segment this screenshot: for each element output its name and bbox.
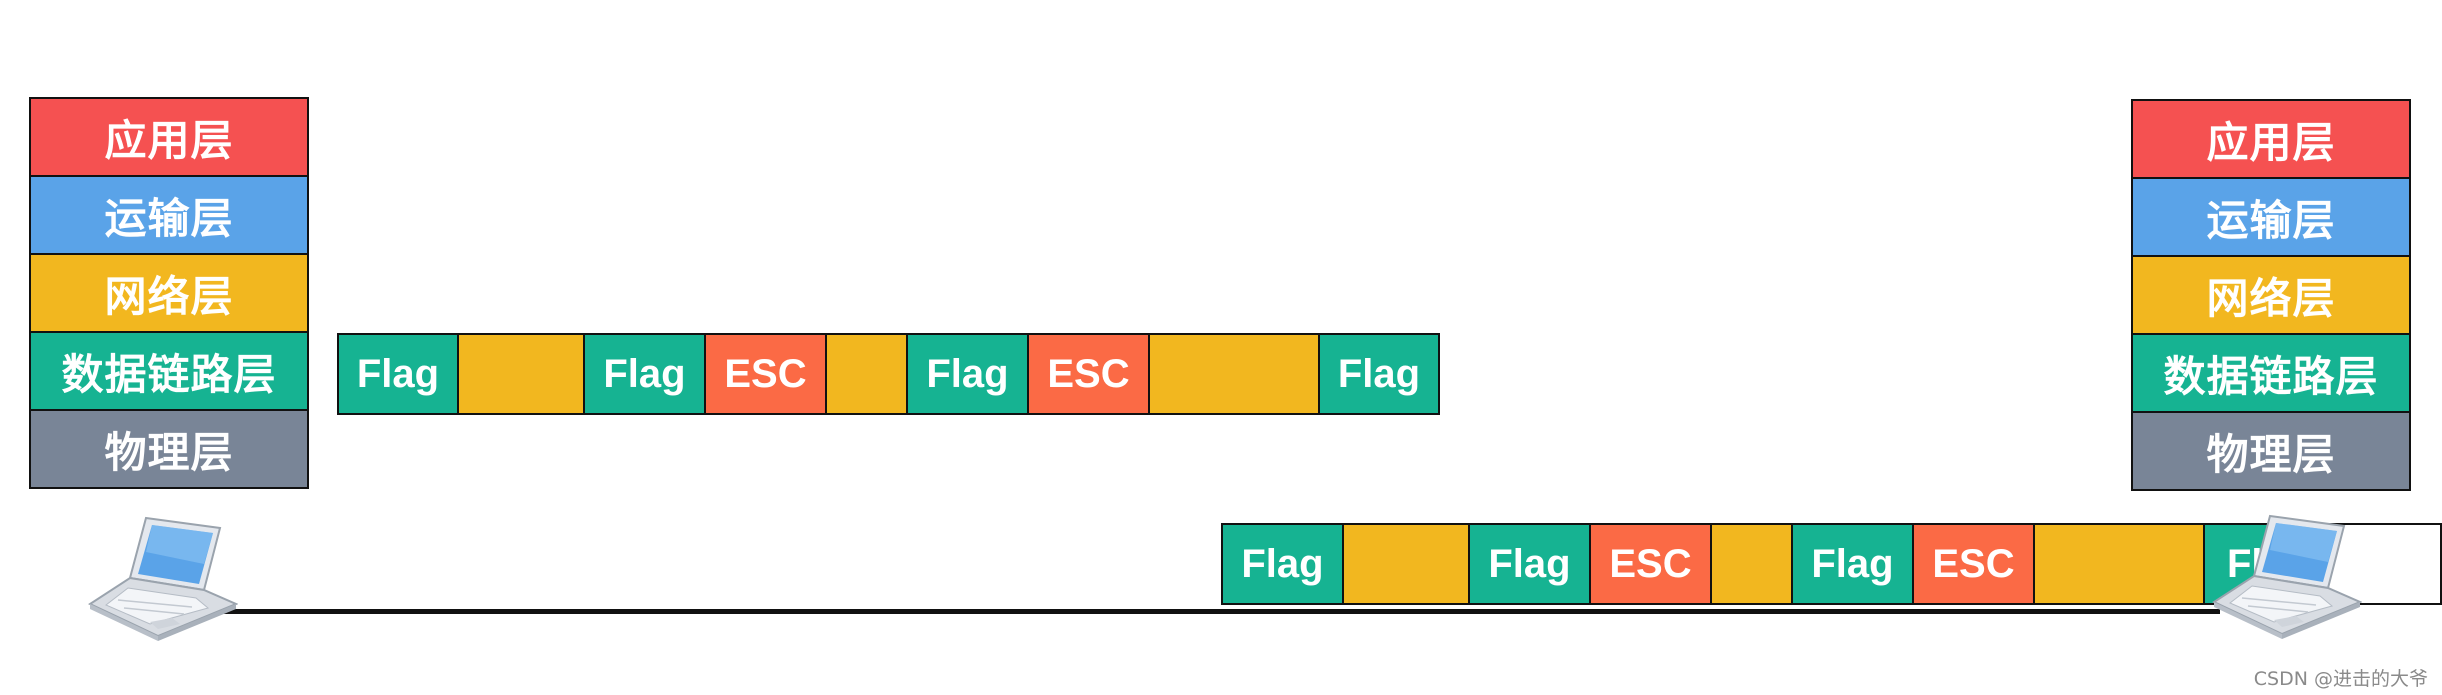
layer-network: 网络层 — [2133, 257, 2409, 335]
layer-physical: 物理层 — [2133, 413, 2409, 489]
frame-esc: ESC — [706, 335, 827, 413]
layer-transport: 运输层 — [31, 177, 307, 255]
frame-sent: Flag Flag ESC Flag ESC Flag — [337, 333, 1440, 415]
layer-application: 应用层 — [31, 99, 307, 177]
frame-data-segment — [459, 335, 585, 413]
frame-flag-stuffed: Flag — [1470, 525, 1591, 603]
layer-physical: 物理层 — [31, 411, 307, 487]
frame-esc: ESC — [1914, 525, 2035, 603]
layer-transport: 运输层 — [2133, 179, 2409, 257]
layer-datalink: 数据链路层 — [31, 333, 307, 411]
laptop-icon — [87, 512, 239, 642]
watermark: CSDN @进击的大爷 — [2253, 668, 2428, 690]
right-protocol-stack: 应用层 运输层 网络层 数据链路层 物理层 — [2131, 99, 2411, 491]
layer-network: 网络层 — [31, 255, 307, 333]
frame-flag-stuffed: Flag — [585, 335, 706, 413]
frame-flag-start: Flag — [339, 335, 459, 413]
physical-link-line — [210, 609, 2220, 614]
layer-application: 应用层 — [2133, 101, 2409, 179]
frame-flag-start: Flag — [1223, 525, 1344, 603]
left-protocol-stack: 应用层 运输层 网络层 数据链路层 物理层 — [29, 97, 309, 489]
frame-esc: ESC — [1591, 525, 1712, 603]
frame-data-segment — [1150, 335, 1320, 413]
frame-flag-stuffed: Flag — [1793, 525, 1914, 603]
frame-data-segment — [827, 335, 908, 413]
frame-data-segment — [1712, 525, 1793, 603]
frame-data-segment — [1344, 525, 1470, 603]
laptop-icon — [2211, 510, 2363, 640]
frame-data-segment — [2035, 525, 2205, 603]
frame-flag-end: Flag — [1320, 335, 1438, 413]
frame-esc: ESC — [1029, 335, 1150, 413]
layer-datalink: 数据链路层 — [2133, 335, 2409, 413]
frame-flag-stuffed: Flag — [908, 335, 1029, 413]
